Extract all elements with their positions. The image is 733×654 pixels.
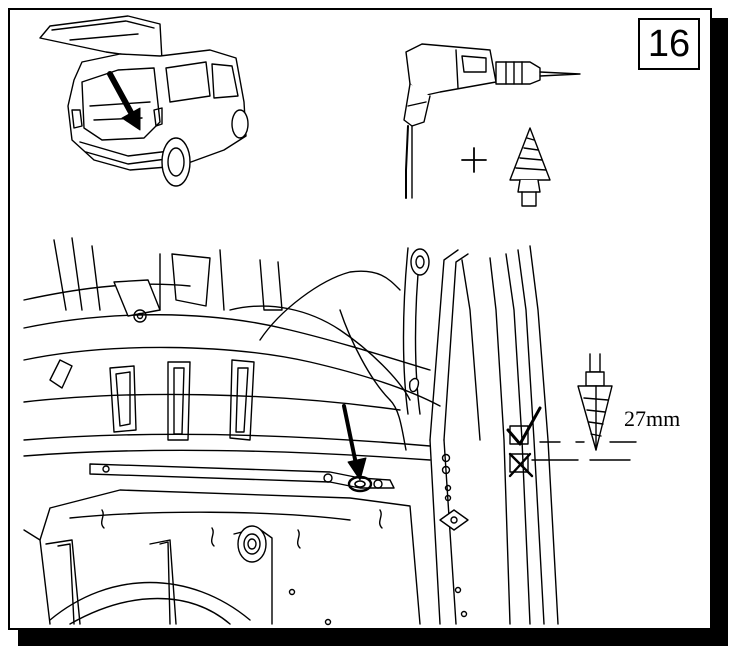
- arrow-icon: [342, 404, 367, 481]
- step-number: 16: [638, 18, 700, 70]
- cross-box-icon: [508, 452, 534, 478]
- illustration-canvas: [23, 15, 637, 626]
- car-icon: [39, 15, 249, 187]
- vehicle-floor-panel: [23, 237, 559, 626]
- step-drill-bit-icon: [509, 127, 551, 207]
- check-box-icon: [506, 406, 542, 446]
- plus-sign: [461, 147, 487, 173]
- instruction-panel: 16: [8, 8, 712, 630]
- drill-size-label: 27mm: [624, 406, 681, 431]
- step-drill-bit-icon: [577, 353, 613, 451]
- drill-icon: [403, 43, 581, 199]
- arrow-icon: [107, 71, 141, 131]
